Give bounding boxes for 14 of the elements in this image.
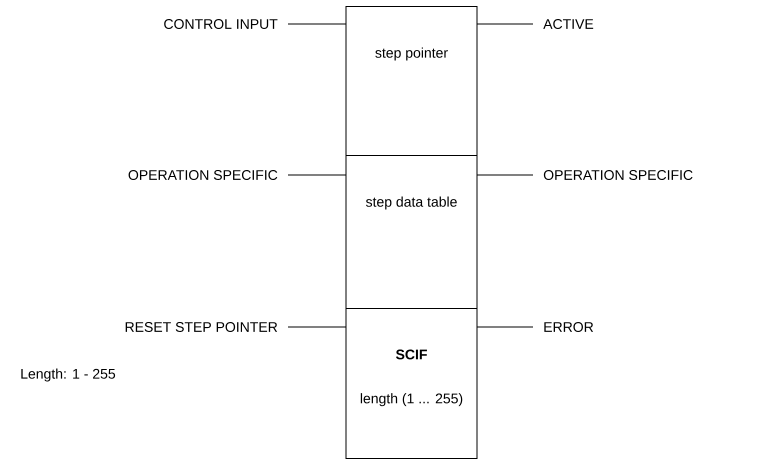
signal-label: ERROR xyxy=(544,322,594,332)
connector-line xyxy=(477,174,534,176)
signal-label: OPERATION SPECIFIC xyxy=(128,170,278,180)
signal-label: ACTIVE xyxy=(543,19,594,29)
box: step pointer xyxy=(346,6,478,156)
connector-line xyxy=(477,326,534,328)
box: step data table xyxy=(346,155,478,309)
connector-line xyxy=(288,326,346,328)
signal-label: OPERATION SPECIFIC xyxy=(544,170,693,180)
box: SCIF length (1 ... 255) xyxy=(346,308,478,459)
signal-label: CONTROL INPUT xyxy=(164,19,278,29)
note-text: Length: 1 - 255 xyxy=(21,368,116,382)
signal-label: RESET STEP POINTER xyxy=(126,322,278,332)
connector-line xyxy=(288,174,346,176)
